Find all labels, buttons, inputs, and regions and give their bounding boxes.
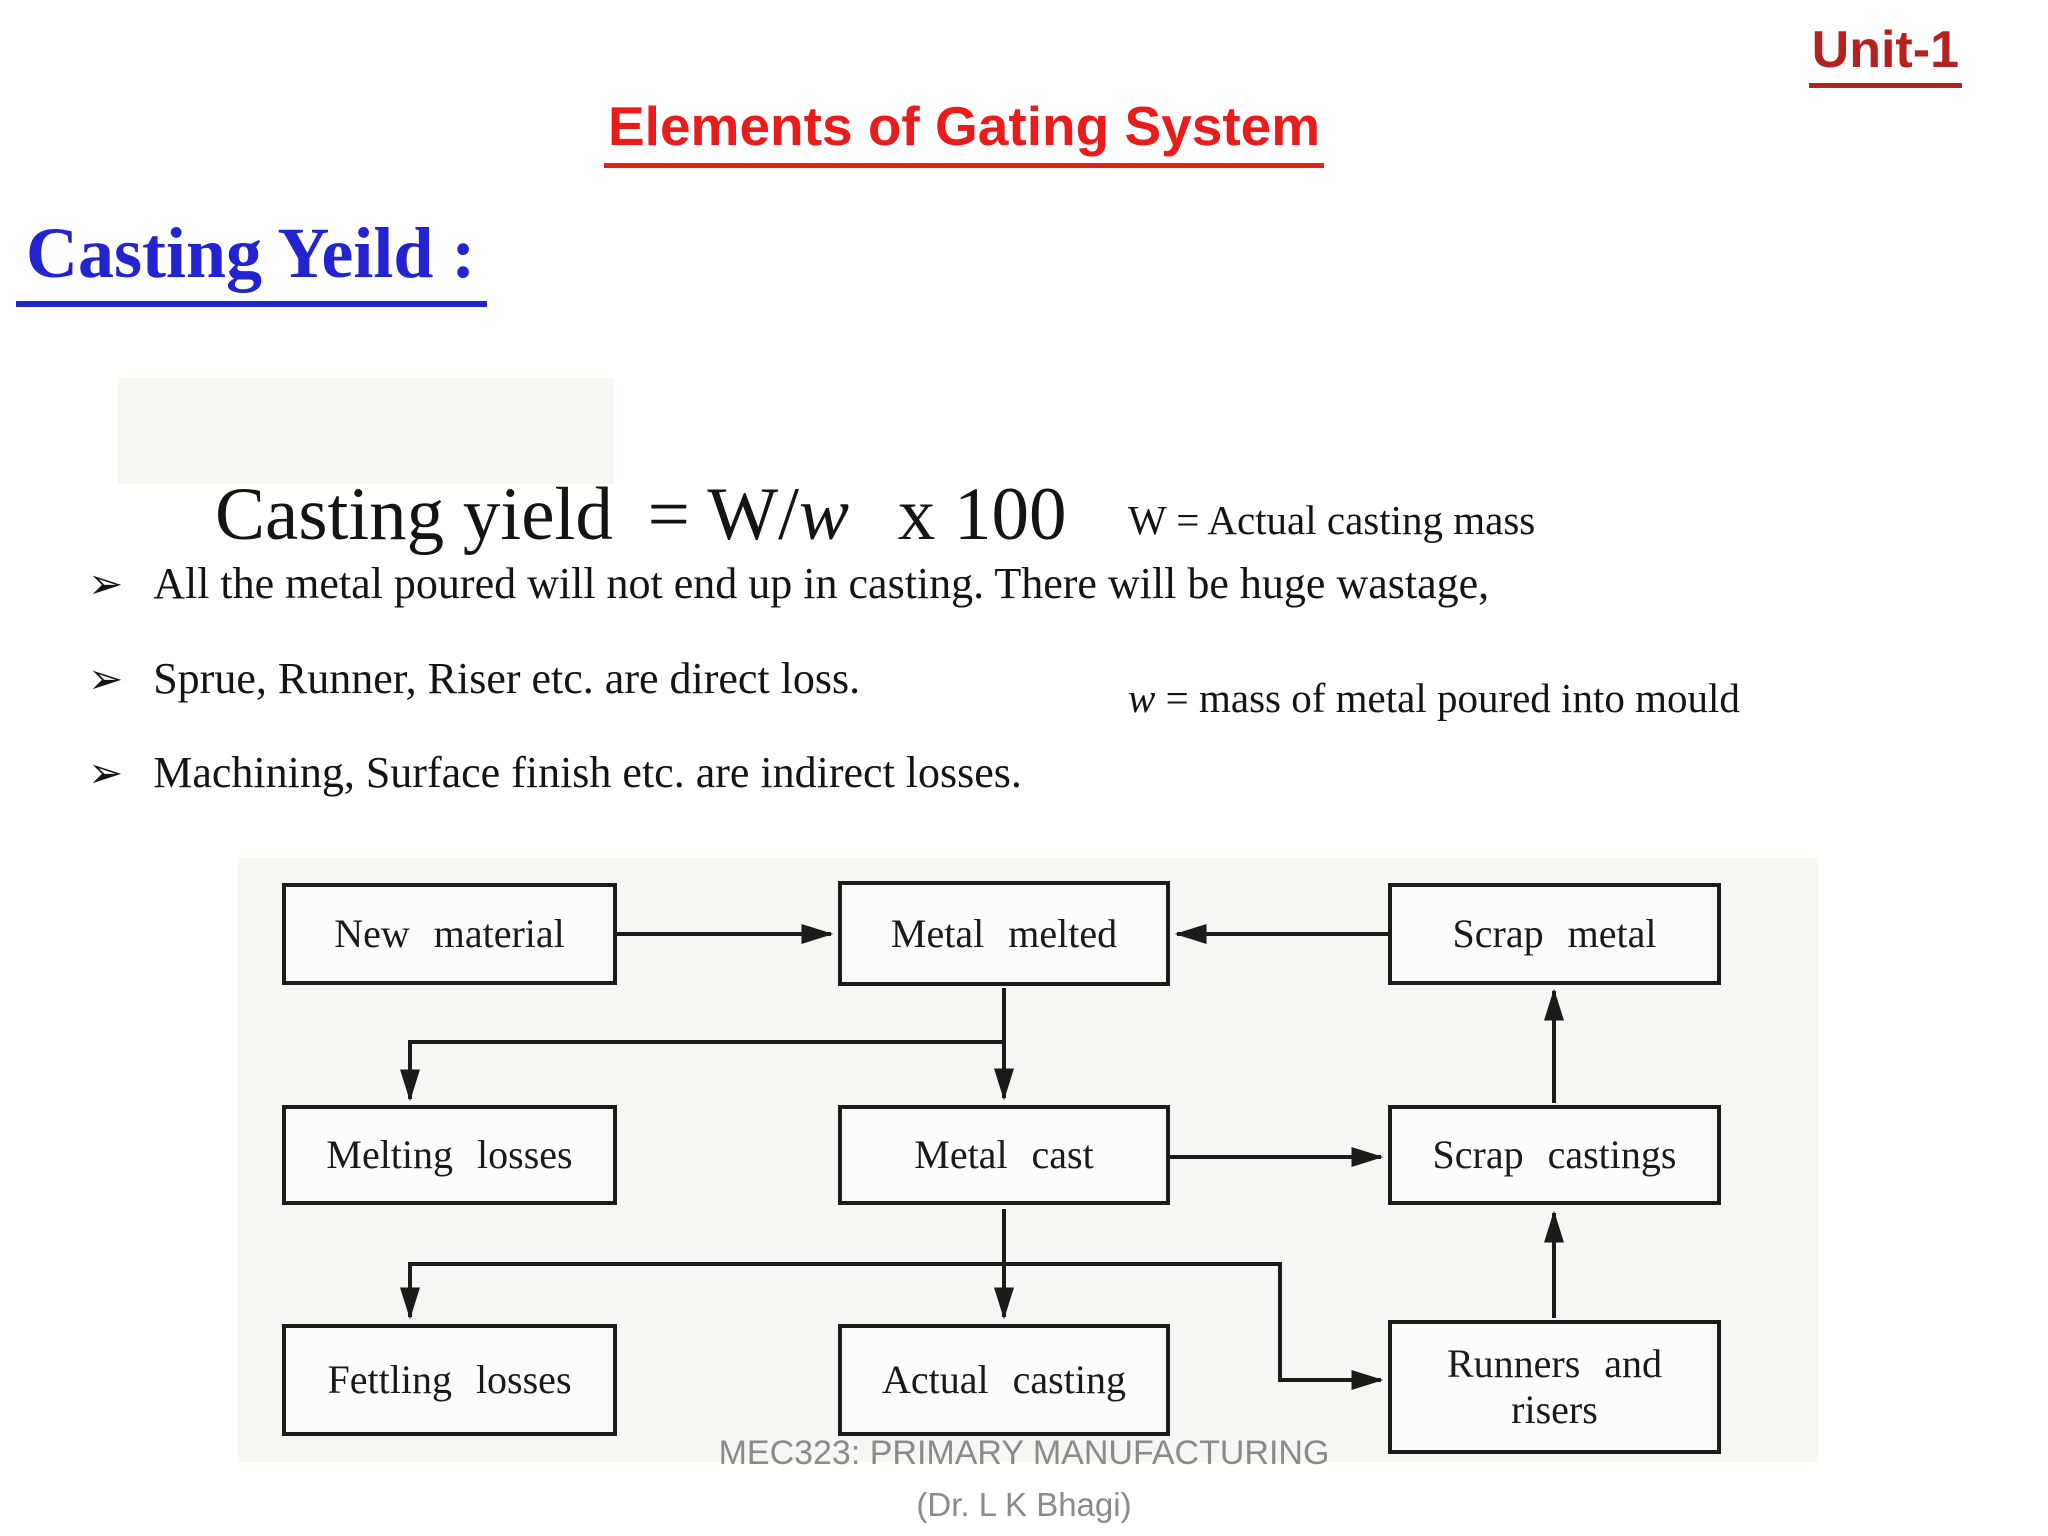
- bullet-list: ➢ All the metal poured will not end up i…: [88, 560, 1868, 844]
- arrow-metal-melted-to-melting-losses: [400, 1040, 1004, 1102]
- bullet-text: All the metal poured will not end up in …: [153, 559, 1490, 608]
- formula-multiplier: x 100: [879, 473, 1067, 556]
- definition-W-text: = Actual casting mass: [1165, 496, 1536, 543]
- slide-footer: MEC323: PRIMARY MANUFACTURING (Dr. L K B…: [0, 1428, 2048, 1530]
- arrow-metal-cast-to-runners-risers: [1004, 1262, 1384, 1390]
- flow-box-label: Scrap castings: [1432, 1132, 1677, 1177]
- bullet-text: Sprue, Runner, Riser etc. are direct los…: [153, 653, 861, 703]
- flow-box-label: Melting losses: [326, 1132, 573, 1177]
- flow-box-scrap-castings: Scrap castings: [1388, 1105, 1721, 1205]
- flow-box-label: Runners and risers: [1446, 1341, 1663, 1432]
- flow-box-label: Metal cast: [914, 1132, 1094, 1177]
- bullet-text: Machining, Surface finish etc. are indir…: [153, 748, 1022, 798]
- formula-var-w: w: [798, 473, 849, 556]
- definition-W: W = Actual casting mass: [1128, 491, 1740, 550]
- flow-box-runners-risers: Runners and risers: [1388, 1320, 1721, 1454]
- formula-lhs: Casting yield: [215, 473, 613, 556]
- flow-box-metal-cast: Metal cast: [838, 1105, 1170, 1205]
- bullet-item: ➢ Machining, Surface finish etc. are ind…: [88, 749, 1868, 797]
- footer-course: MEC323: PRIMARY MANUFACTURING: [718, 1434, 1330, 1472]
- flow-box-label: New material: [334, 911, 565, 956]
- flow-box-label: Fettling losses: [327, 1357, 572, 1402]
- flow-box-label: Metal melted: [890, 910, 1118, 956]
- definition-w: w = mass of metal poured into mould: [1128, 669, 1740, 728]
- arrow-metal-cast-to-fettling-losses: [400, 1262, 1004, 1320]
- flow-box-fettling-losses: Fettling losses: [282, 1324, 617, 1436]
- bullet-arrow-icon: ➢: [88, 559, 124, 608]
- formula-equals: = W/: [628, 473, 799, 556]
- flow-box-label: Scrap metal: [1452, 911, 1657, 956]
- flow-box-metal-melted: Metal melted: [838, 881, 1170, 986]
- section-heading: Casting Yeild :: [16, 212, 488, 307]
- bullet-item: ➢ All the metal poured will not end up i…: [88, 560, 1868, 608]
- bullet-item: ➢ Sprue, Runner, Riser etc. are direct l…: [88, 653, 1868, 703]
- page-title: Elements of Gating System: [604, 94, 1325, 168]
- flow-box-scrap-metal: Scrap metal: [1388, 883, 1721, 985]
- symbol-definitions: W = Actual casting mass w = mass of meta…: [1128, 372, 1740, 848]
- flow-box-label: Actual casting: [882, 1357, 1126, 1402]
- flow-box-new-material: New material: [282, 883, 617, 985]
- unit-label: Unit-1: [1808, 20, 1962, 88]
- flow-box-melting-losses: Melting losses: [282, 1105, 617, 1205]
- footer-author: (Dr. L K Bhagi): [916, 1485, 1132, 1523]
- symbol-W: W: [1128, 496, 1166, 543]
- flow-box-actual-casting: Actual casting: [838, 1324, 1170, 1436]
- symbol-w: w: [1128, 675, 1156, 722]
- bullet-arrow-icon: ➢: [88, 653, 124, 703]
- definition-w-text: = mass of metal poured into mould: [1155, 675, 1740, 722]
- scan-background-formula: [118, 378, 614, 484]
- casting-yield-formula: Casting yield = W/w x 100: [140, 386, 1067, 644]
- bullet-arrow-icon: ➢: [88, 748, 124, 798]
